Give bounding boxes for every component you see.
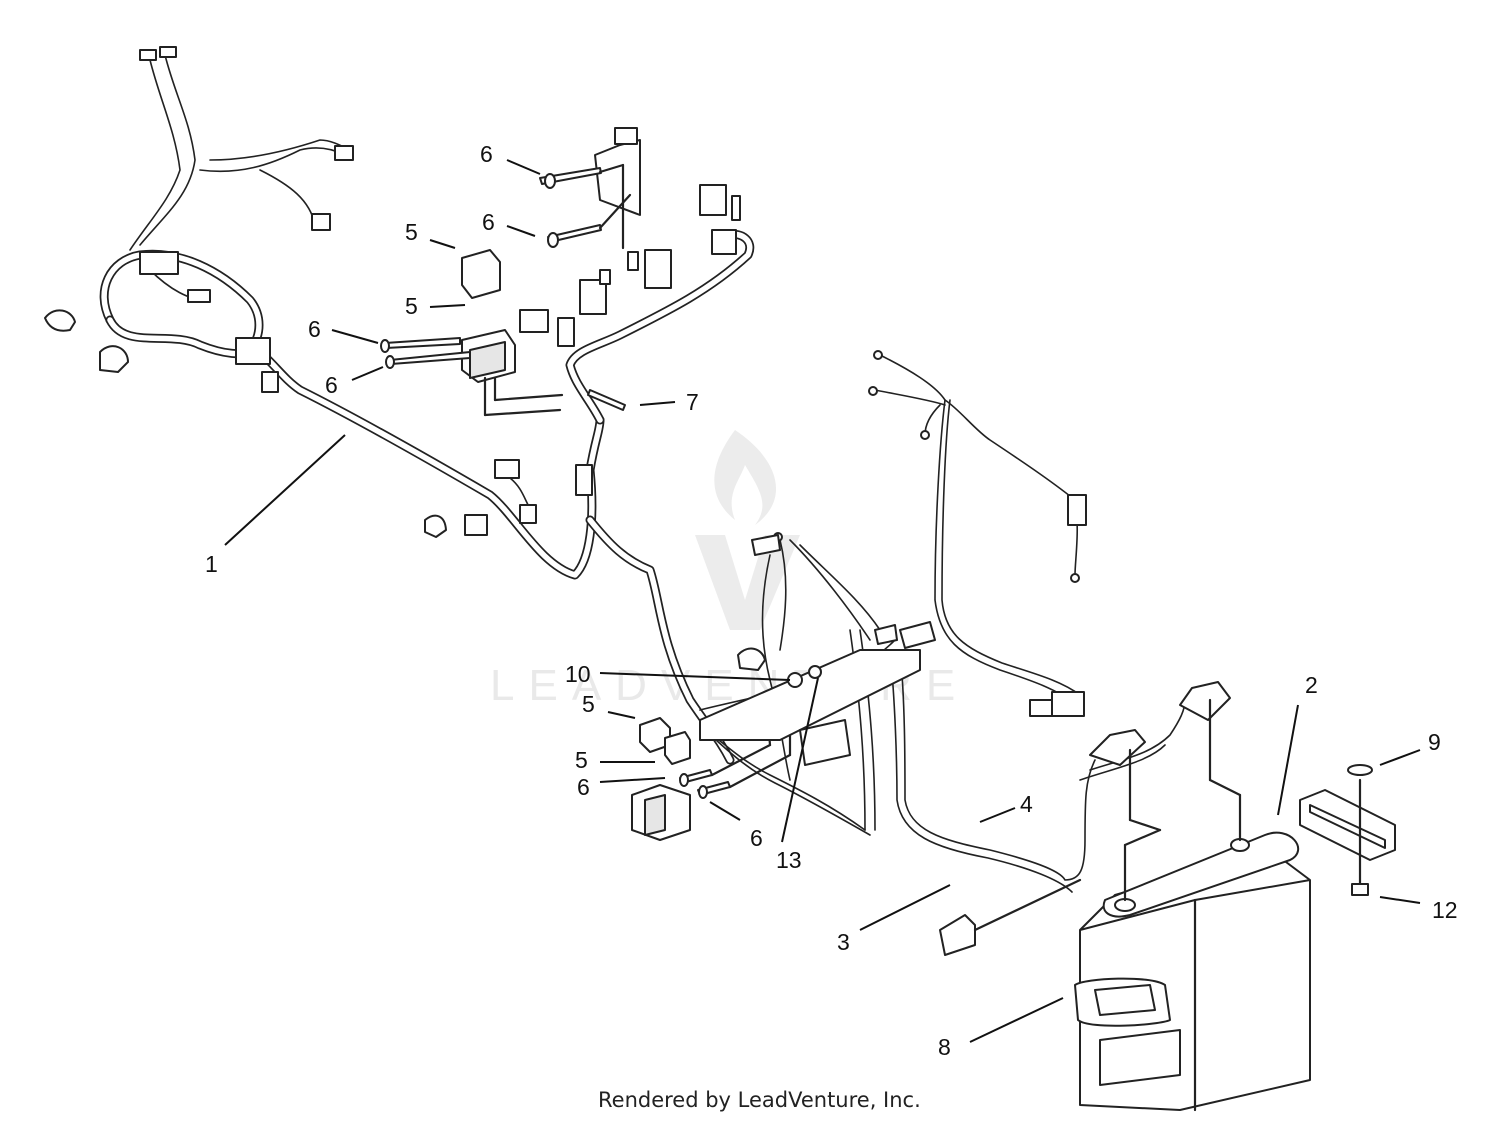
lower-relay-block — [631, 649, 921, 841]
callout-6-screw-a: 6 — [480, 141, 493, 167]
callout-5-upper-relay-a: 5 — [405, 219, 418, 245]
watermark-v-icon — [695, 535, 800, 630]
callout-8: 8 — [938, 1034, 951, 1060]
callout-5-lower-relay-a: 5 — [582, 691, 595, 717]
callout-13: 13 — [776, 847, 802, 873]
callout-6-screw-e: 6 — [577, 774, 590, 800]
callout-2: 2 — [1305, 672, 1318, 698]
callout-7: 7 — [686, 389, 699, 415]
callout-6-screw-f: 6 — [750, 825, 763, 851]
battery-hold-down-bracket — [1299, 764, 1396, 896]
main-wiring-harness — [44, 46, 755, 765]
callout-leaders — [224, 159, 1421, 1043]
upper-relay-block — [380, 163, 632, 417]
callout-9: 9 — [1428, 729, 1441, 755]
callout-6-screw-c: 6 — [308, 316, 321, 342]
callout-6-screw-d: 6 — [325, 372, 338, 398]
callout-6-screw-b: 6 — [482, 209, 495, 235]
callout-5-upper-relay-b: 5 — [405, 293, 418, 319]
callout-10: 10 — [565, 661, 591, 687]
callout-labels: 1 2 3 4 5 5 5 5 6 6 6 6 6 6 7 8 9 10 12 … — [205, 141, 1458, 1060]
callout-4: 4 — [1020, 791, 1033, 817]
battery — [1074, 698, 1311, 1112]
callout-5-lower-relay-b: 5 — [575, 747, 588, 773]
callout-12: 12 — [1432, 897, 1458, 923]
callout-1: 1 — [205, 551, 218, 577]
watermark-flame-icon — [714, 430, 777, 525]
engine-wiring-harness — [868, 350, 1087, 717]
callout-3: 3 — [837, 929, 850, 955]
footer-credit: Rendered by LeadVenture, Inc. — [598, 1088, 921, 1112]
